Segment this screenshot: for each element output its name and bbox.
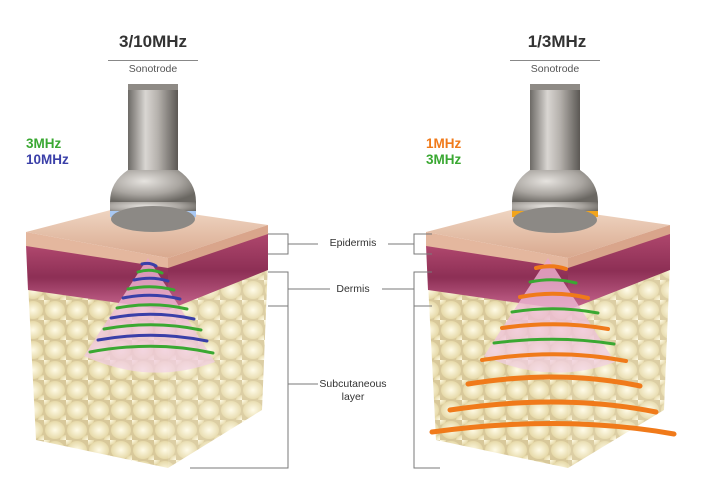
epidermis-label: Epidermis (329, 237, 377, 249)
leader-lines (190, 233, 440, 469)
wave-arc (528, 278, 578, 285)
wave-arc (96, 333, 209, 343)
wave-arc (480, 352, 628, 363)
wave-arc (534, 264, 568, 271)
right-sonotrode-probe (512, 84, 598, 233)
wave-arc (121, 293, 182, 301)
left-tissue-block (26, 205, 268, 468)
subcutaneous-label: Subcutaneous layer (319, 378, 387, 403)
wave-arc (447, 399, 659, 415)
wave-arc (429, 421, 677, 437)
right-sonotrode-label: Sonotrode (510, 60, 600, 75)
wave-arc (132, 276, 170, 283)
left-sonotrode-label: Sonotrode (108, 60, 198, 75)
wave-arc (465, 374, 643, 389)
right-wave-arcs (429, 264, 677, 437)
wave-arc (102, 323, 203, 332)
wave-arc (518, 291, 590, 300)
wave-arc (126, 285, 176, 292)
left-wave-arcs (88, 261, 215, 355)
frequency-label: 3MHz (426, 152, 462, 167)
wave-arc (500, 322, 610, 331)
right-frequency-legend: 1MHz 3MHz (426, 136, 461, 168)
wave-arc (88, 344, 215, 355)
frequency-label: 10MHz (26, 152, 69, 167)
wave-arc (136, 268, 164, 275)
left-sonotrode-probe (110, 84, 196, 232)
wave-arc (492, 337, 616, 346)
frequency-label: 1MHz (426, 136, 462, 151)
wave-arc (140, 261, 158, 268)
left-panel-title: 3/10MHz (118, 32, 188, 51)
frequency-label: 3MHz (26, 136, 62, 151)
dermis-label: Dermis (336, 283, 370, 295)
wave-arc (510, 307, 600, 315)
right-panel-title: 1/3MHz (527, 32, 587, 51)
left-frequency-legend: 3MHz 10MHz (26, 136, 69, 168)
wave-arc (109, 312, 196, 321)
wave-arc (115, 303, 189, 311)
